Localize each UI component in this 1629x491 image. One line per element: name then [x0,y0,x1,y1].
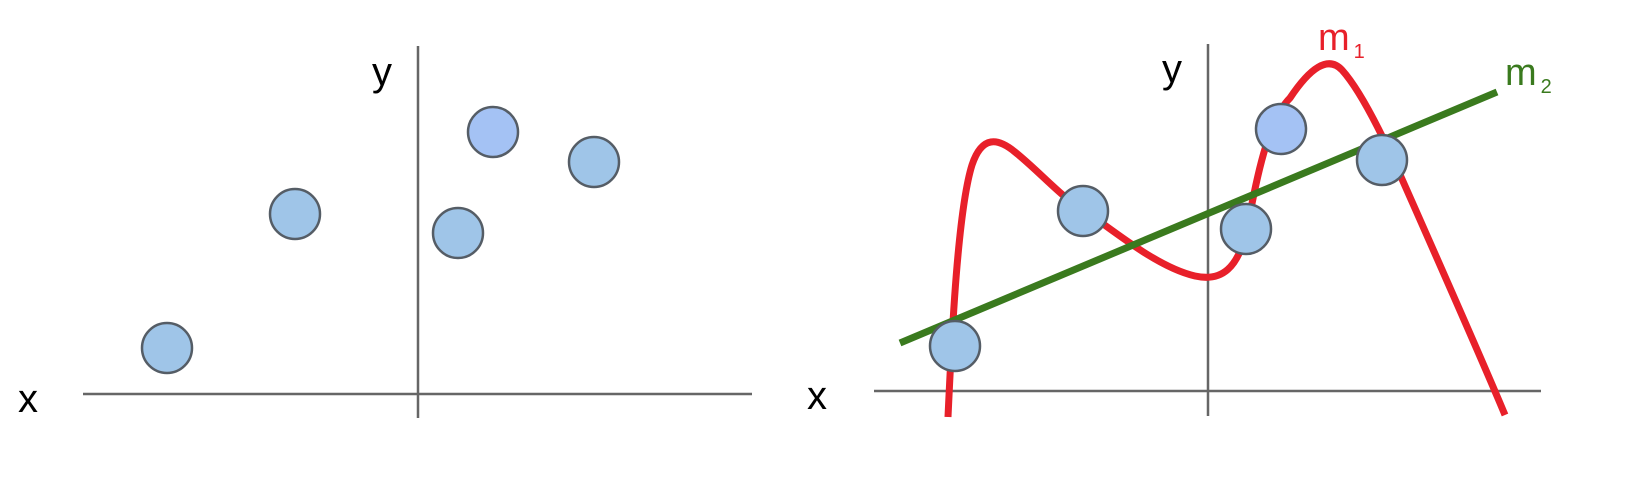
right-data-point [1355,133,1409,187]
left-data-point [431,206,485,260]
model-2-line [898,88,1499,347]
right-data-point [1056,184,1110,238]
left-data-point [466,105,520,159]
model-1-subscript: 1 [1354,41,1365,63]
left-data-point [140,321,194,375]
left-panel: x y [18,46,752,421]
right-y-label: y [1162,47,1182,91]
left-y-label: y [372,50,392,94]
model-1-letter: m [1318,17,1350,59]
left-x-label: x [18,377,38,421]
left-data-point [567,135,621,189]
model-2-letter: m [1505,52,1537,94]
model-2-subscript: 2 [1541,76,1552,98]
right-data-point [1219,202,1273,256]
right-data-point [1254,102,1308,156]
left-data-point [268,187,322,241]
right-data-point [928,319,982,373]
right-x-label: x [807,374,827,418]
